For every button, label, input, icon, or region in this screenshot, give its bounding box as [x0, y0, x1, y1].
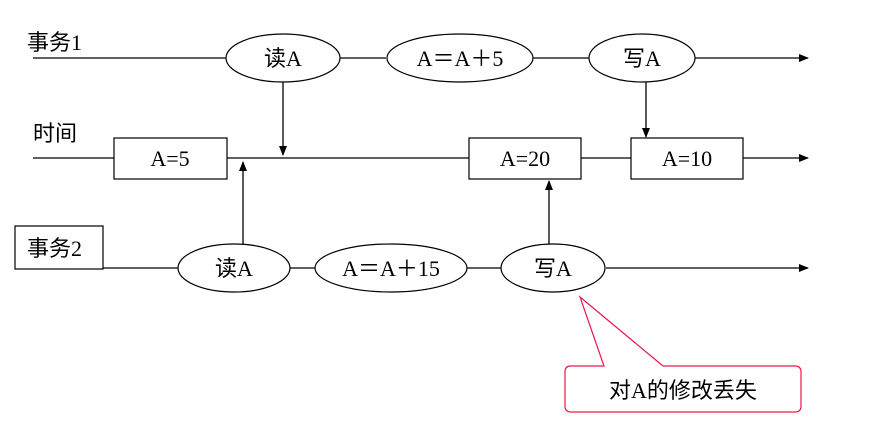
time-value-box: [113, 137, 228, 180]
transaction2-label: 事务2: [27, 236, 82, 261]
transaction1-label: 事务1: [27, 30, 82, 55]
t2-read-text: 读A: [215, 256, 253, 281]
t1-compute-node: [386, 33, 534, 83]
t1-write-node: [588, 33, 696, 83]
callout-text: 对A的修改丢失: [609, 378, 757, 403]
time-label: 时间: [33, 121, 77, 146]
t1-write-text: 写A: [623, 46, 661, 71]
time-value-box: [630, 137, 744, 180]
time-value-text: A=20: [500, 146, 550, 171]
time-value-text: A=5: [150, 146, 189, 171]
transaction2-label-box: [14, 225, 104, 270]
t2-compute-text: A＝A＋15: [342, 256, 440, 281]
time-value-text: A=10: [662, 146, 712, 171]
time-value-box: [468, 137, 582, 180]
t2-write-text: 写A: [534, 256, 572, 281]
t2-compute-node: [314, 243, 468, 293]
t2-write-node: [500, 243, 606, 293]
t2-read-node: [177, 243, 291, 293]
callout-bubble: [564, 295, 802, 413]
t1-compute-text: A＝A＋5: [417, 46, 504, 71]
t1-read-text: 读A: [264, 46, 302, 71]
